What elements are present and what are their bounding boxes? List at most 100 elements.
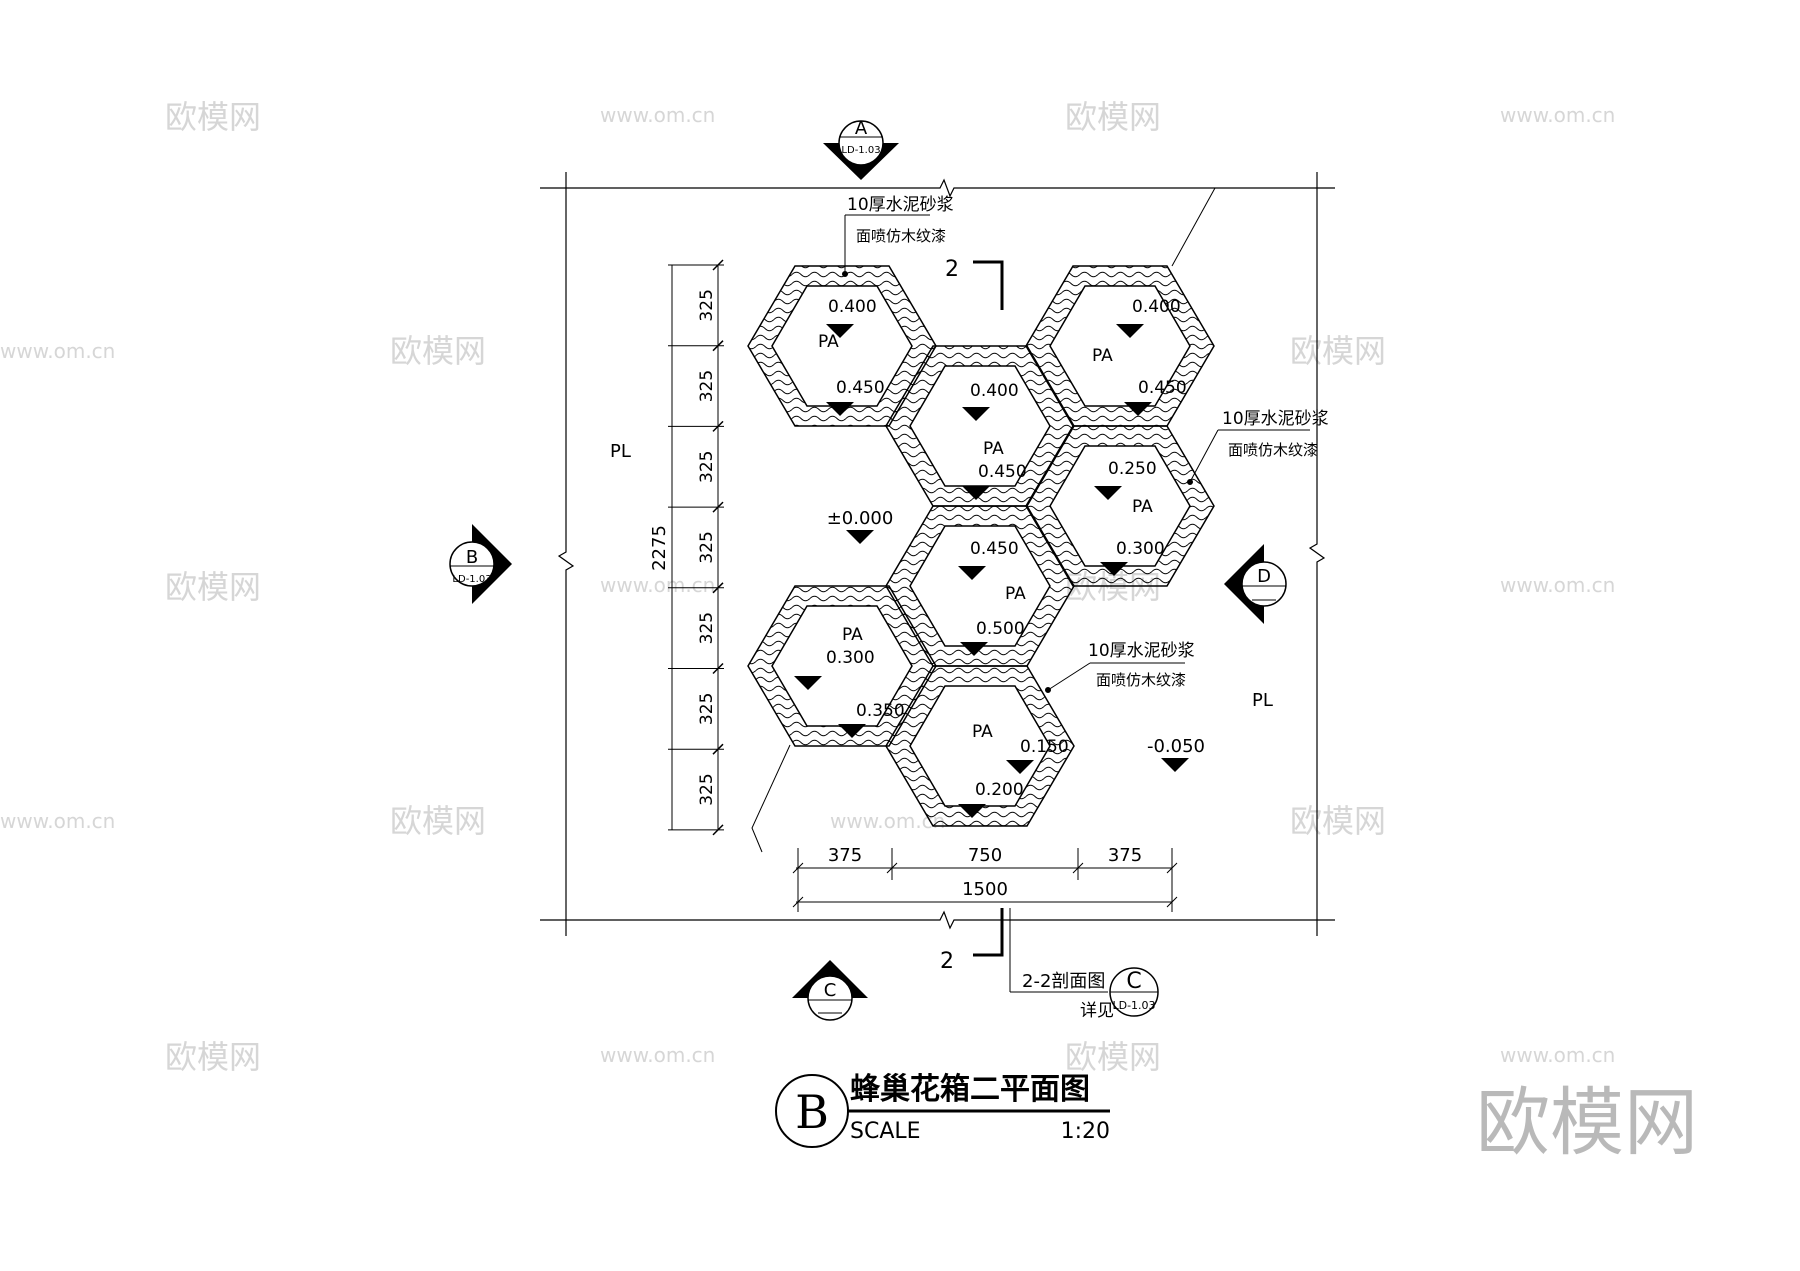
- watermark-brand: 欧模网: [165, 1038, 261, 1076]
- section-cut-line: [973, 260, 1004, 957]
- hexagon-inner-wall: [909, 365, 1051, 487]
- plan-boundary: [540, 172, 1335, 936]
- vertical-dimension-segment: 325: [697, 773, 717, 805]
- section-note-letter: C: [1126, 969, 1141, 994]
- vertical-dimension-segment: 325: [697, 693, 717, 725]
- section-note-symbol: C LD-1.03: [1109, 967, 1159, 1017]
- vertical-dimension-segment: 325: [697, 289, 717, 321]
- section-marker-top-ref: LD-1.03: [841, 145, 880, 156]
- elevation-marker: [958, 804, 986, 818]
- planting-area-label: PA: [983, 439, 1004, 459]
- top-elevation-label: 0.150: [1020, 737, 1069, 757]
- bottom-elevation-label: 0.200: [975, 780, 1024, 800]
- watermark-brand: 欧模网: [1290, 332, 1386, 370]
- vertical-dimension-segment: 325: [697, 451, 717, 483]
- planting-area-label: PA: [818, 332, 839, 352]
- dimension-tick: [712, 582, 724, 594]
- elevation-marker: [794, 676, 822, 690]
- hexagon-inner-wall: [771, 605, 913, 727]
- watermark-brand: 欧模网: [390, 332, 486, 370]
- elevation-marker: [962, 486, 990, 500]
- drawing-title: 蜂巢花箱二平面图: [850, 1072, 1090, 1107]
- ground-level-marker: [846, 530, 874, 544]
- dimension-tick: [712, 501, 724, 513]
- hexagon-inner-wall: [1049, 445, 1191, 567]
- dimension-tick: [712, 420, 724, 432]
- vertical-total-dimension: 2275: [649, 525, 670, 571]
- callout-middle-line2: 面喷仿木纹漆: [1096, 671, 1186, 689]
- watermark-logo-text: 欧模网: [1476, 1080, 1698, 1166]
- section-marker-left-letter: B: [466, 547, 478, 568]
- watermark-url: www.om.cn: [0, 809, 115, 833]
- watermark-brand: 欧模网: [390, 802, 486, 840]
- bottom-elevation-label: 0.450: [836, 378, 885, 398]
- watermark-layer: 欧模网 欧模网 欧模网 欧模网 欧模网 欧模网 欧模网 欧模网 欧模网 欧模网 …: [0, 98, 1698, 1166]
- title-symbol: B: [795, 1085, 829, 1139]
- watermark-brand: 欧模网: [1065, 1038, 1161, 1076]
- watermark-brand: 欧模网: [165, 98, 261, 136]
- vertical-dimension-labels: 325 325 325 325 325 325 325: [697, 289, 717, 806]
- watermark-brand: 欧模网: [1290, 802, 1386, 840]
- elevation-marker: [962, 407, 990, 421]
- elevation-marker: [1006, 760, 1034, 774]
- callout-right-line1: 10厚水泥砂浆: [1222, 409, 1329, 429]
- lower-level-marker: [1161, 758, 1189, 772]
- bottom-elevation-label: 0.500: [976, 619, 1025, 639]
- vertical-dimension-segment: 325: [697, 612, 717, 644]
- hexagon-inner-wall: [1049, 285, 1191, 407]
- section-marker-left: B LD-1.03: [449, 524, 512, 604]
- section-marker-left-ref: LD-1.03: [452, 574, 491, 585]
- hexagon-planter: PA0.1500.200: [885, 665, 1075, 827]
- hexagon-inner-wall: [909, 525, 1051, 647]
- planting-area-label: PA: [1005, 584, 1026, 604]
- elevation-marker: [1124, 402, 1152, 416]
- hexagon-planters: PA0.4000.450PA0.4000.450PA0.4000.450PA0.…: [747, 265, 1215, 827]
- section-note-line1: 2-2剖面图: [1022, 971, 1105, 992]
- scale-label: SCALE: [850, 1119, 921, 1144]
- top-elevation-label: 0.400: [828, 297, 877, 317]
- cut-number-top: 2: [945, 257, 959, 282]
- vertical-dimension: [671, 265, 719, 830]
- horizontal-dimension-right: 375: [1108, 845, 1142, 866]
- section-marker-right-letter: D: [1257, 566, 1271, 587]
- vertical-dimension-segment: 325: [697, 370, 717, 402]
- leader-lines: [751, 187, 1310, 853]
- hexagon-inner-wall: [771, 285, 913, 407]
- watermark-brand: 欧模网: [165, 568, 261, 606]
- elevation-marker: [958, 566, 986, 580]
- watermark-url: www.om.cn: [600, 573, 715, 597]
- section-marker-bottom: C: [792, 960, 868, 1021]
- section-marker-bottom-letter: C: [824, 980, 837, 1001]
- planting-area-label: PA: [1092, 346, 1113, 366]
- watermark-url: www.om.cn: [1500, 1043, 1615, 1067]
- hexagon-planter: PA 0.400 0.450: [747, 265, 937, 427]
- pl-label-right: PL: [1252, 690, 1273, 711]
- planting-area-label: PA: [842, 625, 863, 645]
- dimension-tick: [712, 662, 724, 675]
- section-note-ref: LD-1.03: [1112, 999, 1155, 1012]
- section-marker-top-letter: A: [855, 118, 868, 139]
- planting-area-label: PA: [1132, 497, 1153, 517]
- watermark-url: www.om.cn: [1500, 573, 1615, 597]
- dimension-tick: [712, 743, 724, 755]
- horizontal-dimension-middle: 750: [968, 845, 1002, 866]
- elevation-marker: [826, 402, 854, 416]
- lower-level-label: -0.050: [1147, 736, 1205, 757]
- watermark-url: www.om.cn: [1500, 103, 1615, 127]
- watermark-url: www.om.cn: [0, 339, 115, 363]
- bottom-elevation-label: 0.450: [1138, 378, 1187, 398]
- bottom-elevation-label: 0.300: [1116, 539, 1165, 559]
- top-elevation-label: 0.300: [826, 648, 875, 668]
- bottom-elevation-label: 0.450: [978, 462, 1027, 482]
- vertical-dimension-segment: 325: [697, 531, 717, 563]
- vertical-dimension-ticks: [668, 259, 724, 836]
- elevation-marker: [1094, 486, 1122, 500]
- watermark-url: www.om.cn: [600, 1043, 715, 1067]
- scale-value: 1:20: [1061, 1119, 1110, 1144]
